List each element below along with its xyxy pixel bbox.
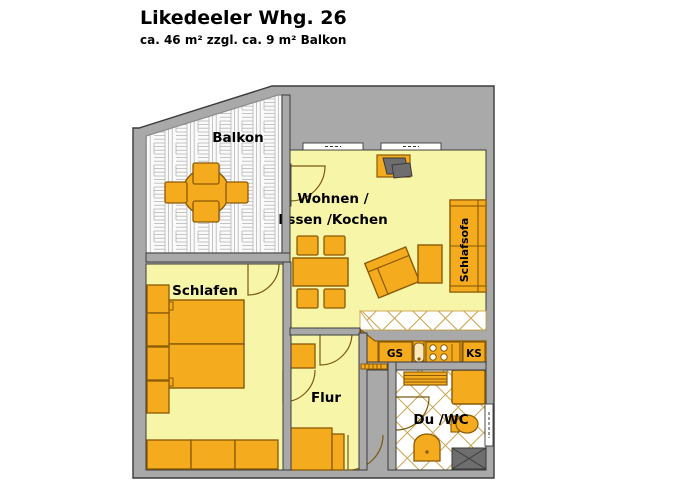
door-swing-icon bbox=[289, 165, 326, 202]
room-balkon: Balkon bbox=[145, 94, 283, 254]
coffee-table-icon bbox=[417, 244, 443, 284]
shower-tray-icon bbox=[451, 369, 486, 405]
room-label-flur: Flur bbox=[311, 390, 341, 406]
room-label-balkon: Balkon bbox=[212, 130, 264, 146]
toilet-icon bbox=[450, 414, 479, 434]
fixture-label-schlafsofa: Schlafsofa bbox=[458, 218, 471, 283]
room-schlafen: Schlafen bbox=[145, 263, 284, 471]
window-icon bbox=[484, 403, 494, 447]
fixture-label-fridge: KS bbox=[466, 348, 482, 360]
kitchen-tile-corner bbox=[359, 309, 375, 331]
kitchen-tile-floor bbox=[359, 310, 487, 331]
window-icon bbox=[302, 142, 442, 151]
room-duwc: Du /WC bbox=[395, 368, 494, 471]
wardrobe-icon bbox=[146, 439, 279, 470]
armchair-icon bbox=[363, 246, 421, 299]
sink-icon bbox=[413, 342, 425, 363]
title-block: Likedeeler Whg. 26 ca. 46 m² zzgl. ca. 9… bbox=[140, 7, 560, 47]
page-title: Likedeeler Whg. 26 bbox=[140, 7, 347, 29]
room-wohnen-essen-kochen: Schlafsofa GS bbox=[278, 142, 487, 365]
radiator-icon bbox=[403, 371, 448, 386]
door-swing-icon bbox=[319, 332, 353, 366]
door-swing-icon bbox=[395, 396, 430, 431]
bed-icon bbox=[163, 299, 245, 389]
stove-icon bbox=[425, 341, 461, 364]
wardrobe-icon bbox=[146, 284, 170, 414]
vent-icon bbox=[360, 363, 388, 370]
room-label-essen-kochen: Essen /Kochen bbox=[278, 212, 388, 228]
door-swing-icon bbox=[247, 263, 280, 296]
washbasin-icon bbox=[413, 433, 441, 462]
dining-table-icon bbox=[292, 257, 349, 287]
room-label-duwc: Du /WC bbox=[413, 412, 468, 428]
room-label-schlafen: Schlafen bbox=[172, 283, 238, 299]
appliance-icon bbox=[451, 447, 487, 470]
sofa-bed-icon bbox=[449, 199, 487, 293]
dining-chair-icon bbox=[296, 235, 346, 309]
door-swing-icon bbox=[347, 434, 384, 471]
page-subtitle: ca. 46 m² zzgl. ca. 9 m² Balkon bbox=[140, 32, 347, 47]
room-label-wohnen: Wohnen / bbox=[297, 191, 368, 207]
hall-cabinet-icon bbox=[289, 343, 345, 471]
fixture-label-dishwasher: GS bbox=[387, 348, 403, 360]
balcony-chair-icon bbox=[164, 162, 249, 223]
tv-desk-icon bbox=[376, 154, 413, 179]
